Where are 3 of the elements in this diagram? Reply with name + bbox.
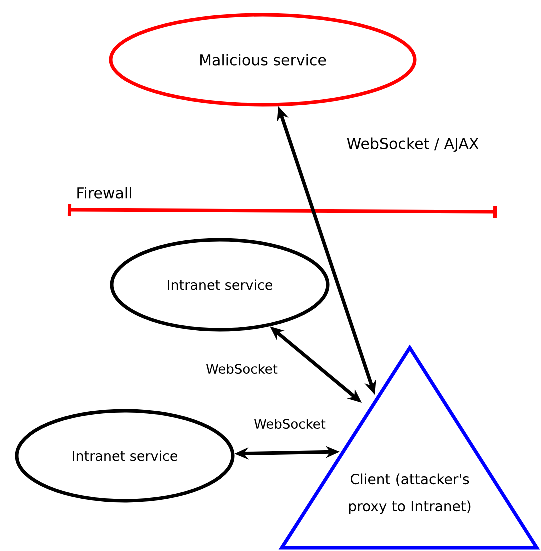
firewall-label: Firewall bbox=[78, 187, 132, 199]
edge-label: WebSocket / AJAX bbox=[346, 136, 480, 154]
edge-label: WebSocket bbox=[205, 362, 279, 376]
